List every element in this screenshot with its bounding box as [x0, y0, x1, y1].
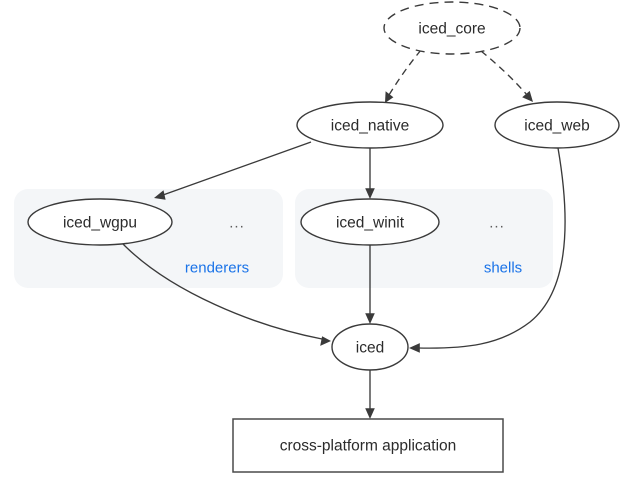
arrow-head-icon: [320, 336, 331, 346]
node-iced-winit[interactable]: iced_winit: [300, 198, 440, 246]
arrow-head-icon: [365, 408, 375, 419]
edge-iced-native-to-iced-winit: [365, 148, 375, 199]
node-application-shape[interactable]: [232, 418, 504, 473]
cluster-shells-ellipsis: ...: [489, 215, 505, 232]
edge-iced-wgpu-to-iced: [121, 242, 331, 346]
edge-path: [388, 49, 422, 96]
cluster-shells-label: shells: [484, 260, 522, 277]
arrow-head-icon: [409, 343, 420, 353]
edges-layer: [121, 49, 566, 419]
arrow-head-icon: [154, 190, 166, 200]
node-iced-web[interactable]: iced_web: [494, 101, 620, 149]
edge-iced-winit-to-iced: [365, 245, 375, 324]
node-iced-web-shape[interactable]: [494, 101, 620, 149]
arrow-head-icon: [365, 188, 375, 199]
cluster-renderers-label: renderers: [185, 260, 249, 277]
node-iced-native-shape[interactable]: [296, 101, 444, 149]
edge-iced-core-to-iced-native: [385, 49, 422, 103]
node-iced[interactable]: iced: [331, 323, 409, 371]
node-iced-winit-shape[interactable]: [300, 198, 440, 246]
arrow-head-icon: [365, 313, 375, 324]
arrow-head-icon: [522, 90, 533, 102]
node-iced-core-shape[interactable]: [383, 1, 521, 55]
node-iced-wgpu[interactable]: iced_wgpu: [27, 198, 173, 246]
edge-iced-core-to-iced-web: [480, 50, 533, 102]
node-iced-wgpu-shape[interactable]: [27, 198, 173, 246]
edge-iced-to-application: [365, 370, 375, 419]
edge-path: [480, 50, 528, 96]
edge-path: [162, 141, 312, 196]
node-cross-platform-application[interactable]: cross-platform application: [232, 418, 504, 473]
cluster-renderers-ellipsis: ...: [229, 215, 245, 232]
edge-path: [121, 242, 323, 340]
edge-iced-web-to-iced: [409, 147, 566, 353]
edge-path: [417, 147, 566, 349]
node-iced-core[interactable]: iced_core: [383, 1, 521, 55]
node-iced-shape[interactable]: [331, 323, 409, 371]
edge-iced-native-to-iced-wgpu: [154, 141, 312, 200]
arrow-head-icon: [385, 91, 394, 103]
node-iced-native[interactable]: iced_native: [296, 101, 444, 149]
